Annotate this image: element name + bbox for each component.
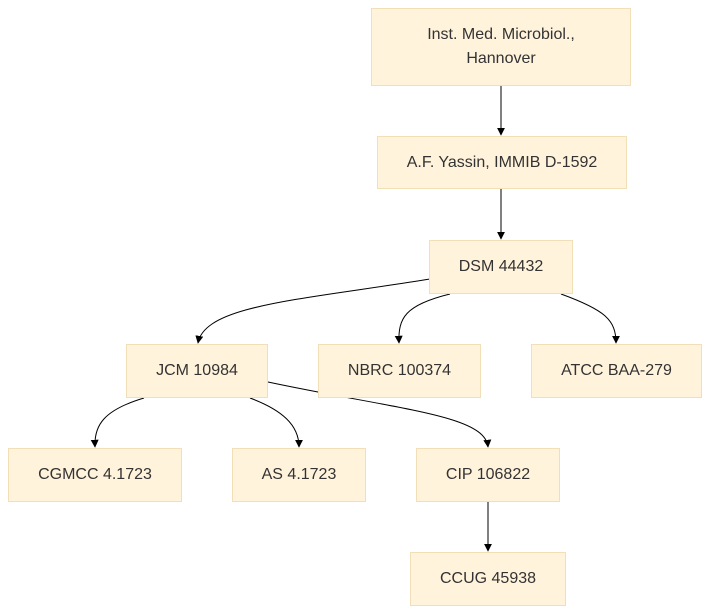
node-cip-106822: CIP 106822 [416, 448, 560, 502]
node-label: Inst. Med. Microbiol., Hannover [427, 26, 575, 67]
edge-dsm-to-atcc [560, 293, 620, 344]
node-label: CIP 106822 [445, 466, 531, 483]
node-label: ATCC BAA-279 [561, 362, 672, 379]
edge-dsm-to-jcm [195, 278, 431, 344]
node-nbrc-100374: NBRC 100374 [318, 344, 481, 398]
node-label: A.F. Yassin, IMMIB D-1592 [406, 153, 598, 171]
edge-jcm-to-cip [267, 381, 492, 448]
node-cgmcc-4-1723: CGMCC 4.1723 [8, 448, 182, 502]
node-as-4-1723: AS 4.1723 [232, 448, 366, 502]
node-inst-med-microbiol: Inst. Med. Microbiol., Hannover [371, 8, 631, 86]
node-label: CGMCC 4.1723 [38, 466, 152, 483]
node-label: CCUG 45938 [439, 570, 537, 587]
edge-jcm-to-cgmcc [90, 397, 145, 448]
edge-jcm-to-as [249, 397, 303, 448]
node-jcm-10984: JCM 10984 [126, 344, 268, 398]
node-label: DSM 44432 [458, 258, 544, 275]
node-ccug-45938: CCUG 45938 [410, 552, 566, 606]
node-atcc-baa-279: ATCC BAA-279 [531, 344, 702, 398]
node-label: NBRC 100374 [347, 362, 452, 379]
node-dsm-44432: DSM 44432 [429, 240, 573, 294]
node-label: AS 4.1723 [261, 466, 337, 483]
node-yassin-immib: A.F. Yassin, IMMIB D-1592 [377, 136, 627, 189]
edge-dsm-to-nbrc [394, 293, 451, 344]
node-label: JCM 10984 [156, 362, 238, 379]
